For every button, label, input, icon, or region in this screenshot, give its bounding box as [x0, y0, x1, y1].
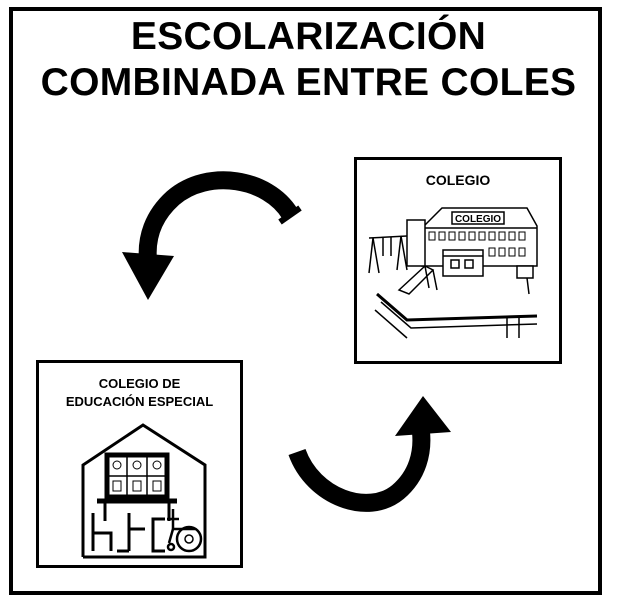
special-school-card: COLEGIO DE EDUCACIÓN ESPECIAL — [36, 360, 243, 568]
special-label-line-1: COLEGIO DE — [98, 376, 181, 391]
special-label-line-2: EDUCACIÓN ESPECIAL — [65, 394, 214, 409]
bottom-curved-arrow-icon — [288, 396, 451, 512]
school-building-icon: COLEGIO — [368, 207, 538, 339]
school-card-label: COLEGIO — [425, 172, 491, 188]
school-building-sign: COLEGIO — [455, 214, 501, 225]
title-line-1: ESCOLARIZACIÓN — [130, 15, 487, 58]
special-school-card-label: COLEGIO DE EDUCACIÓN ESPECIAL — [39, 375, 240, 411]
special-school-house-icon — [81, 423, 207, 559]
wheelchair-icon — [166, 509, 203, 553]
top-curved-arrow-icon — [122, 171, 302, 300]
poster-title: ESCOLARIZACIÓN COMBINADA ENTRE COLES — [0, 14, 617, 106]
title-line-2: COMBINADA ENTRE COLES — [40, 61, 577, 104]
school-card: COLEGIO — [354, 157, 562, 364]
